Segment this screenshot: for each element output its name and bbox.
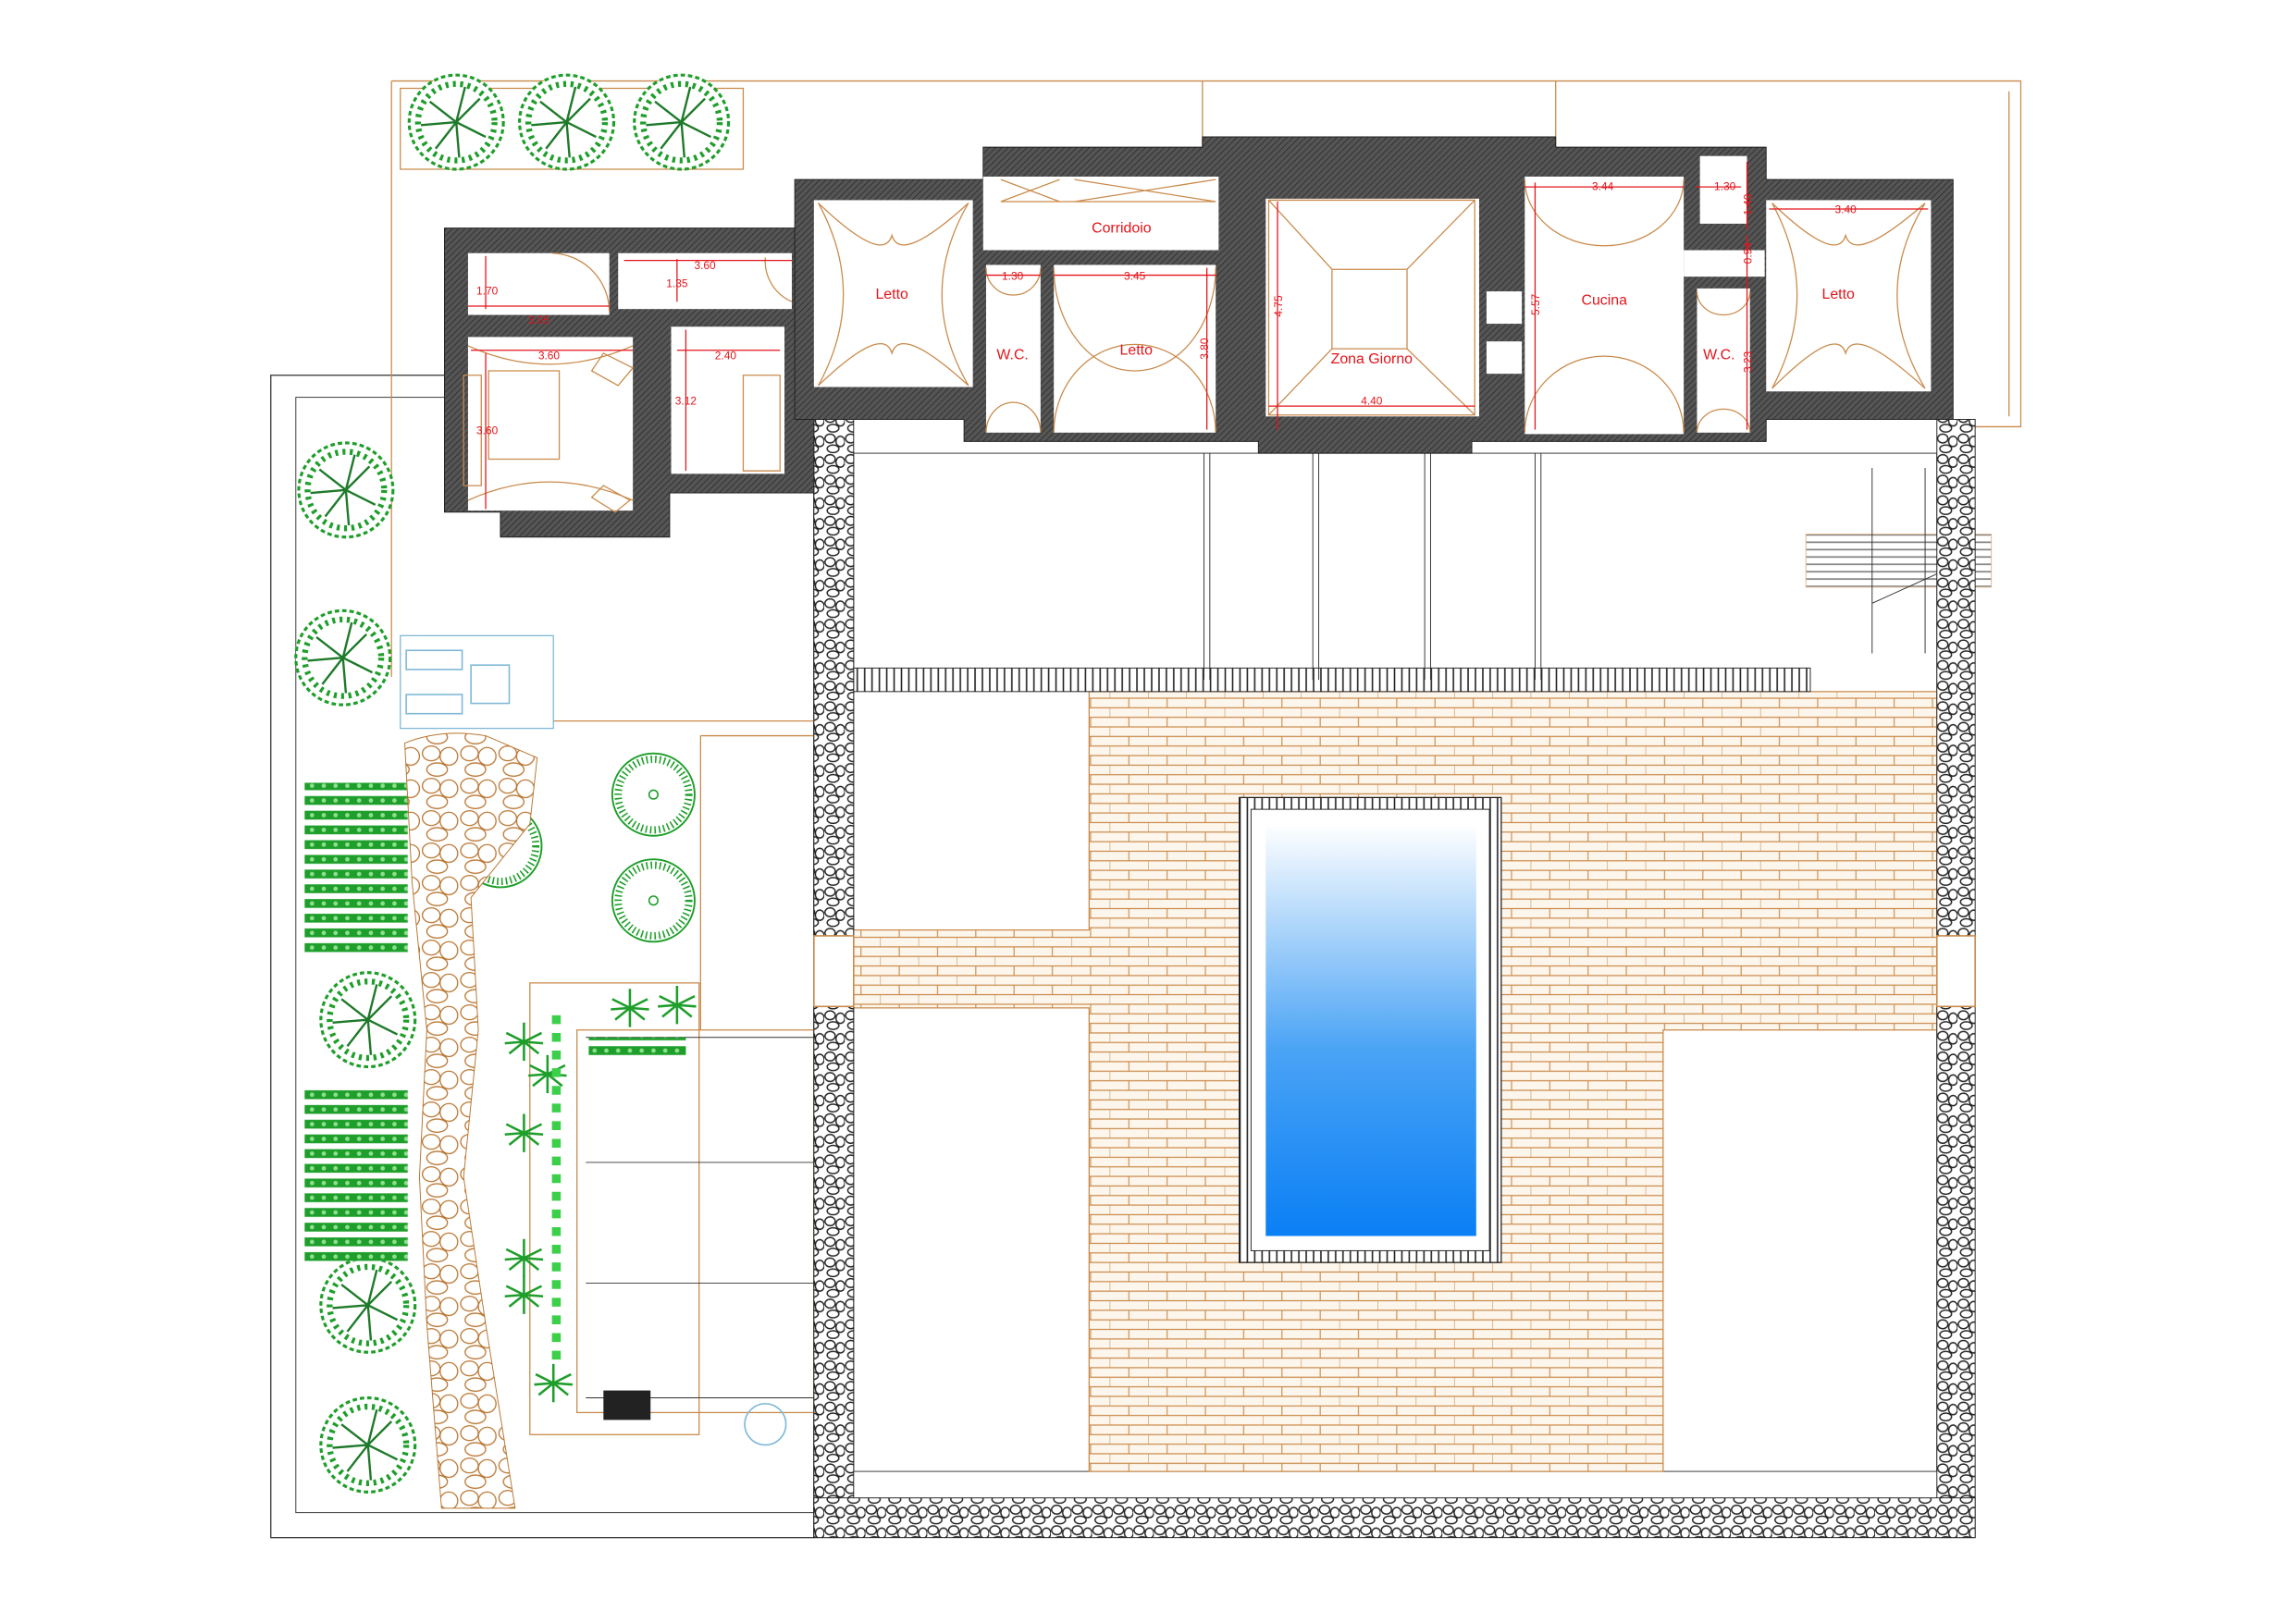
tree-icon xyxy=(520,75,614,169)
dimension-label: 4.40 xyxy=(1361,395,1383,408)
dimension-label: 3.60 xyxy=(476,424,499,436)
dimension-label: 0.94 xyxy=(1741,242,1754,264)
dimension-label: 1.70 xyxy=(476,284,499,297)
dimension-label: 3.05 xyxy=(528,314,550,326)
dimension-label: 3.60 xyxy=(694,259,716,272)
dimension-lines xyxy=(467,162,1929,510)
pergola xyxy=(503,982,815,1446)
tree-icon xyxy=(296,610,390,705)
stone-path xyxy=(404,732,538,1509)
vegetable-garden xyxy=(304,782,408,1261)
room-label: W.C. xyxy=(996,347,1028,363)
dimension-label: 5.57 xyxy=(1529,293,1542,315)
dimension-label: 3.40 xyxy=(1835,203,1858,216)
dimension-label: 3.80 xyxy=(1198,338,1211,360)
room-label: Letto xyxy=(1821,287,1855,302)
shrub-icon xyxy=(612,859,695,941)
room-labels: Letto Corridoio W.C. Letto Zona Giorno C… xyxy=(875,220,1855,367)
main-house xyxy=(794,136,1954,454)
tree-icon xyxy=(635,75,729,169)
tree-icon xyxy=(321,1398,415,1493)
dimension-label: 1.40 xyxy=(1741,193,1754,215)
dimension-label: 3.60 xyxy=(538,349,561,362)
dimension-label: 3.45 xyxy=(1124,269,1146,282)
shrub-icon xyxy=(612,754,695,836)
room-label: Cucina xyxy=(1581,292,1627,308)
dimension-label: 1.30 xyxy=(1714,179,1736,192)
dimension-label: 3.44 xyxy=(1592,179,1614,192)
tree-icon xyxy=(299,443,393,537)
dimension-label: 3.23 xyxy=(1741,350,1754,373)
room-label: W.C. xyxy=(1703,347,1734,363)
sunbed-area xyxy=(400,634,554,730)
room-label: Letto xyxy=(875,287,908,302)
tree-icon xyxy=(321,973,415,1067)
room-label: Zona Giorno xyxy=(1331,351,1413,367)
dimension-label: 1.30 xyxy=(1002,269,1024,282)
room-label: Letto xyxy=(1120,342,1154,358)
swimming-pool xyxy=(1239,796,1502,1263)
tree-icon xyxy=(321,1258,415,1352)
room-label: Corridoio xyxy=(1092,220,1152,236)
dimension-labels: 1.70 3.05 3.60 1.35 3.60 2.40 3.12 3.60 … xyxy=(476,179,1857,436)
guest-wing xyxy=(444,227,815,538)
dimension-label: 1.35 xyxy=(666,277,688,289)
dimension-label: 3.12 xyxy=(675,395,697,408)
dimension-label: 4.75 xyxy=(1272,295,1285,317)
dimension-label: 2.40 xyxy=(715,349,737,362)
tree-icon xyxy=(409,75,503,169)
stone-wall xyxy=(813,412,1976,1539)
